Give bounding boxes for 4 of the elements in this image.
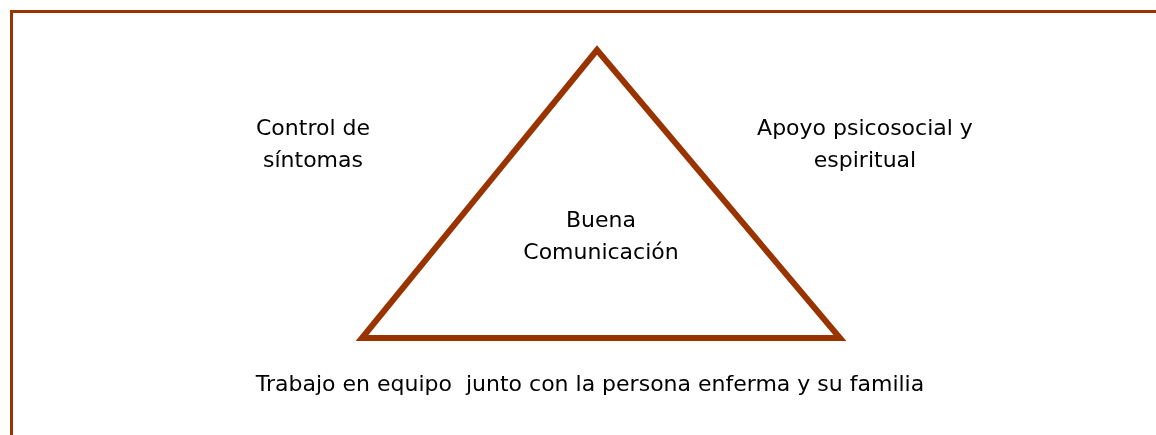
label-text: Control de síntomas — [255, 114, 371, 174]
label-text: Trabajo en equipo junto con la persona enferma y su familia — [254, 370, 926, 398]
node-text: Buena Comunicación — [522, 206, 680, 266]
label-text: Apoyo psicosocial y espiritual — [756, 114, 974, 174]
